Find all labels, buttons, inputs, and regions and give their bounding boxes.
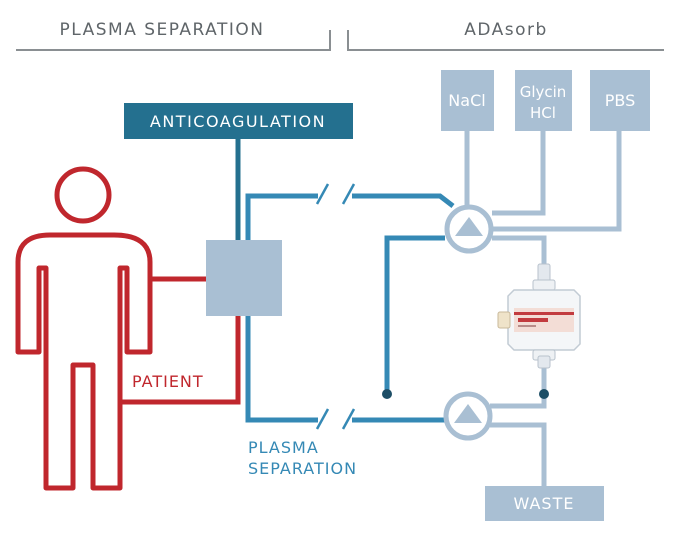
glycin-line [492, 130, 546, 216]
header-adasorb: ADAsorb [464, 20, 548, 40]
valve-to-pump-bottom-line [490, 398, 547, 409]
pump-arrow-icon [454, 404, 482, 423]
patient-body [15, 232, 153, 491]
glycin-label-line1: Glycin [520, 83, 567, 101]
pbs-line [492, 130, 622, 232]
patient-head [54, 166, 112, 224]
nacl-box: NaCl [441, 70, 494, 131]
anticoagulation-label: ANTICOAGULATION [150, 112, 326, 131]
plasma-lines [235, 138, 455, 423]
waste-box: WASTE [485, 486, 604, 521]
pump-bottom [443, 391, 493, 441]
plasma-out-line-left [245, 193, 318, 240]
pump-top [444, 204, 494, 254]
pbs-box: PBS [590, 70, 650, 131]
patient-lines [120, 276, 241, 405]
break-mark [341, 183, 356, 205]
break-mark [315, 183, 330, 205]
plasma-separation-label-line1: PLASMA [248, 438, 319, 457]
adsorber-column [497, 263, 581, 369]
header: PLASMA SEPARATION ADAsorb [16, 20, 664, 51]
nacl-label: NaCl [448, 91, 485, 110]
plasma-separation-label-line2: SEPARATION [248, 459, 357, 478]
glycin-hcl-box: Glycin HCl [515, 70, 572, 131]
pump-bottom-to-waste-line [490, 422, 547, 486]
patient-figure [15, 166, 153, 491]
waste-label: WASTE [514, 494, 575, 513]
anticoagulation-box: ANTICOAGULATION [124, 103, 353, 139]
header-plasma-separation: PLASMA SEPARATION [60, 20, 265, 40]
junction-dot [539, 389, 549, 399]
pump-arrow-icon [455, 217, 483, 236]
pbs-label: PBS [605, 91, 636, 110]
header-left-rule [16, 30, 331, 51]
bypass-line [384, 235, 445, 392]
plasma-return-line-left [245, 316, 318, 423]
junction-dot [382, 389, 392, 399]
break-mark [341, 408, 356, 430]
plasma-out-line-right [352, 193, 455, 208]
pump-top-to-column-line [492, 235, 547, 282]
patient-return-line [120, 316, 241, 405]
break-mark [315, 408, 330, 430]
patient-label: PATIENT [132, 372, 204, 391]
header-right-rule [347, 30, 664, 51]
solution-lines [464, 130, 622, 486]
line-break-marks [315, 183, 356, 430]
glycin-label-line2: HCl [530, 104, 556, 122]
plasma-separator [206, 240, 282, 316]
